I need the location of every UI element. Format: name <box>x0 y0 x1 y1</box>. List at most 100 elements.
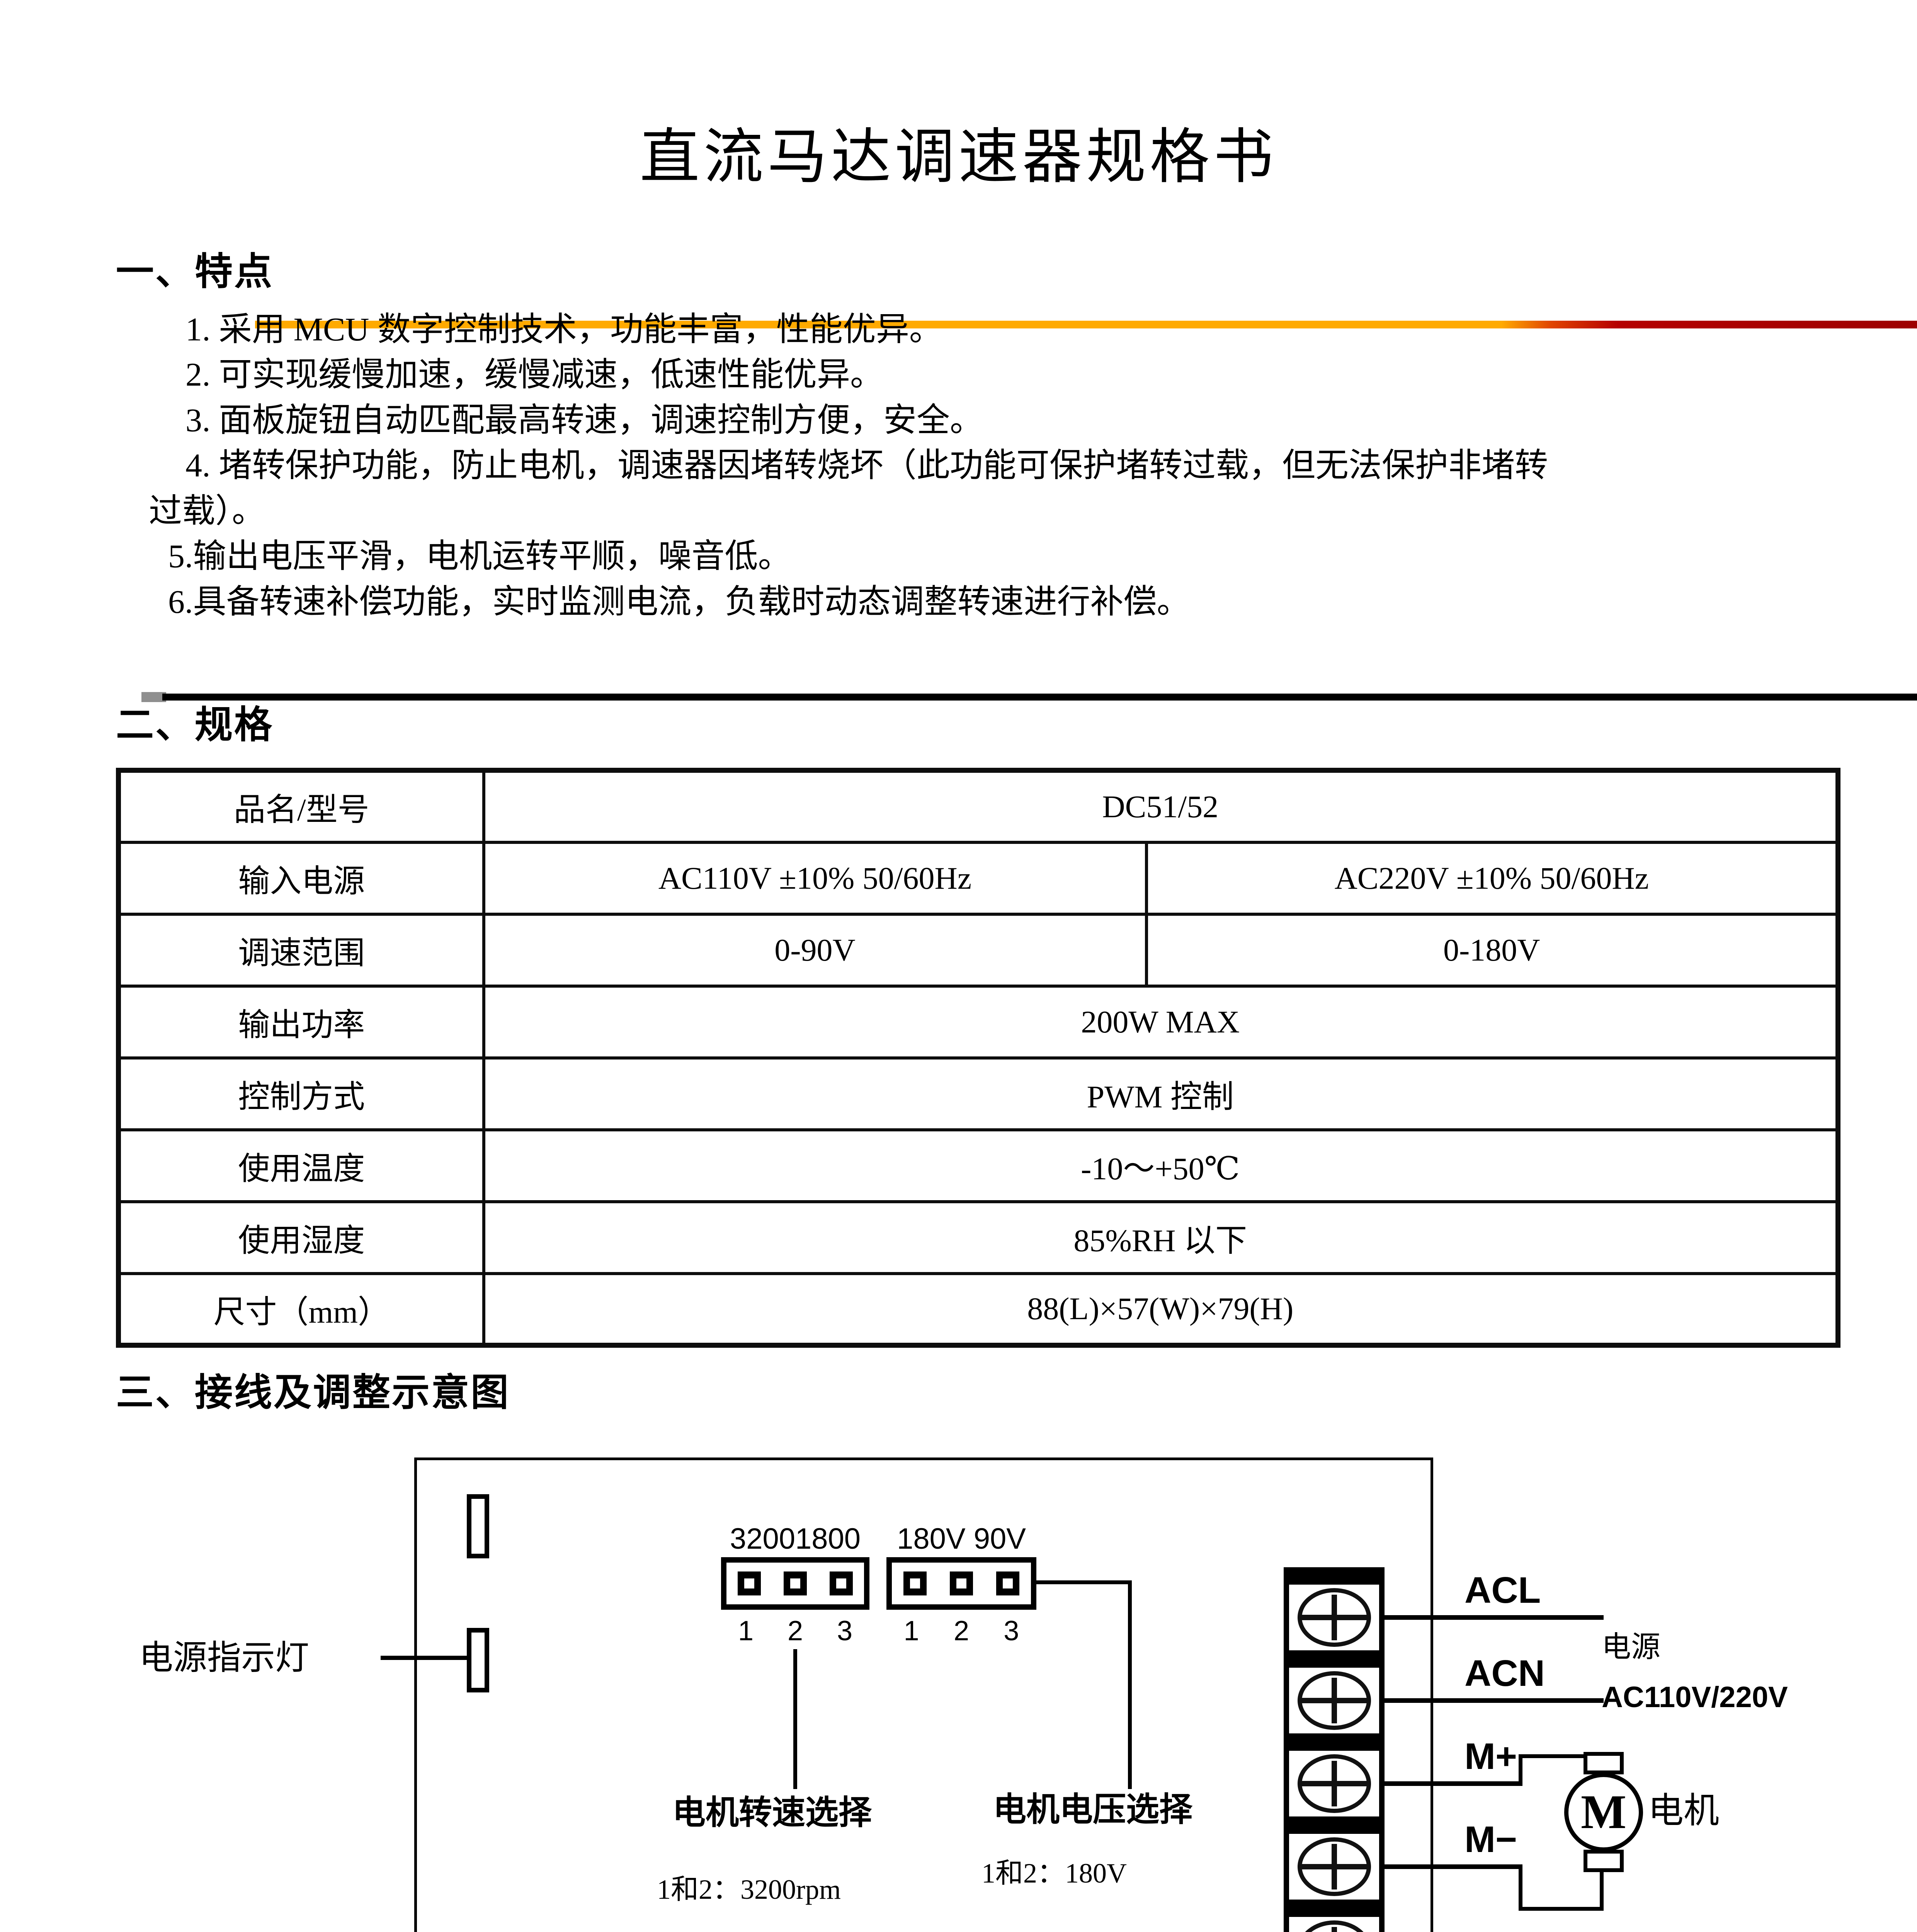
terminal <box>1289 1917 1379 1932</box>
row-label: 控制方式 <box>117 1056 485 1131</box>
highlight-stripe-gray-cap <box>141 692 166 702</box>
leader-line <box>1036 1580 1132 1584</box>
pin-number: 2 <box>953 1616 970 1646</box>
feature-item: 6.具备转速补偿功能，实时监测电流，负载时动态调整转速进行补偿。 <box>168 583 1190 620</box>
motor-wire <box>1519 1754 1522 1786</box>
speed-select-item: 1和2：3200rpm <box>657 1874 841 1905</box>
power-led-label: 电源指示灯 <box>139 1639 310 1677</box>
terminal-label-m-plus: M+ <box>1465 1736 1517 1777</box>
pin-number: 1 <box>903 1616 919 1646</box>
table-row: 控制方式 PWM 控制 <box>117 1056 1840 1131</box>
screw-icon <box>1297 1671 1371 1730</box>
leader-line <box>793 1649 797 1789</box>
feature-item: 3. 面板旋钮自动匹配最高转速，调速控制方便，安全。 <box>185 401 983 439</box>
row-value: 88(L)×57(W)×79(H) <box>482 1272 1840 1347</box>
jumper-block-volt <box>886 1557 1036 1610</box>
jumper-pin <box>996 1571 1019 1595</box>
jumper-volt-label: 180V 90V <box>897 1522 1026 1555</box>
motor-wire <box>1519 1864 1522 1911</box>
speed-select-title: 电机转速选择 <box>672 1794 872 1831</box>
terminal-label-acn: ACN <box>1465 1653 1545 1694</box>
jumper-pin <box>950 1571 973 1595</box>
jumper-block-speed <box>721 1557 869 1610</box>
motor-wire <box>1600 1872 1604 1911</box>
row-label: 尺寸（mm） <box>117 1272 485 1347</box>
feature-item: 5.输出电压平滑，电机运转平顺，噪音低。 <box>168 537 791 575</box>
pin-number: 3 <box>837 1616 853 1646</box>
motor-brush-bottom <box>1584 1850 1624 1872</box>
wire-acn <box>1385 1698 1604 1703</box>
row-value: AC110V ±10% 50/60Hz <box>482 840 1148 916</box>
motor-label: 电机 <box>1648 1791 1720 1830</box>
jumper-pin <box>738 1571 761 1595</box>
jumper-pin <box>829 1571 853 1595</box>
volt-select-title: 电机电压选择 <box>993 1791 1192 1828</box>
highlight-stripe-black <box>162 694 1917 701</box>
screw-icon <box>1297 1754 1371 1813</box>
table-row: 调速范围 0-90V 0-180V <box>117 912 1840 988</box>
terminal <box>1289 1834 1379 1900</box>
wiring-heading: 三、接线及调整示意图 <box>116 1372 510 1414</box>
jumper-speed-label: 32001800 <box>730 1522 861 1555</box>
diagram-frame <box>414 1458 1433 1932</box>
wire-m-plus <box>1385 1781 1522 1786</box>
jumper-pin <box>783 1571 807 1595</box>
pin-number: 1 <box>738 1616 754 1646</box>
screw-icon <box>1297 1588 1371 1647</box>
connector-rect <box>467 1494 489 1558</box>
row-value: 0-90V <box>482 912 1148 988</box>
jumper-pin <box>903 1571 927 1595</box>
row-label: 使用温度 <box>117 1128 485 1203</box>
highlight-stripe-orange <box>255 321 1917 328</box>
table-row: 使用温度 -10～+50℃ <box>117 1128 1840 1203</box>
pin-number: 2 <box>787 1616 803 1646</box>
feature-item: 4. 堵转保护功能，防止电机，调速器因堵转烧坏（此功能可保护堵转过载，但无法保护… <box>185 447 1548 484</box>
row-value: 0-180V <box>1145 912 1840 988</box>
motor-brush-top <box>1584 1752 1624 1774</box>
wire-acl <box>1385 1615 1604 1620</box>
row-label: 输入电源 <box>117 840 485 916</box>
wire-m-minus <box>1385 1864 1522 1869</box>
pin-numbers-volt: 1 2 3 <box>886 1615 1036 1647</box>
motor-wire <box>1519 1754 1607 1758</box>
motor-letter: M <box>1581 1785 1626 1839</box>
feature-item-wrap: 过载）。 <box>149 492 265 529</box>
row-value: -10～+50℃ <box>482 1128 1840 1203</box>
table-row: 输出功率 200W MAX <box>117 984 1840 1060</box>
specs-heading: 二、规格 <box>116 704 274 746</box>
spec-table: 品名/型号 DC51/52 输入电源 AC110V ±10% 50/60Hz A… <box>116 768 1841 1348</box>
row-label: 品名/型号 <box>117 769 485 844</box>
table-row: 尺寸（mm） 88(L)×57(W)×79(H) <box>117 1272 1840 1347</box>
terminal-label-m-minus: M− <box>1465 1819 1517 1860</box>
volt-select-item: 1和2：180V <box>981 1858 1127 1889</box>
power-voltage-label: AC110V/220V <box>1602 1681 1788 1714</box>
pin-numbers-speed: 1 2 3 <box>721 1615 869 1647</box>
features-heading: 一、特点 <box>116 251 274 293</box>
row-value: AC220V ±10% 50/60Hz <box>1145 840 1840 916</box>
power-led-rect <box>467 1628 489 1692</box>
row-value: 200W MAX <box>482 984 1840 1060</box>
screw-icon <box>1297 1920 1371 1932</box>
feature-item: 1. 采用 MCU 数字控制技术，功能丰富，性能优异。 <box>185 311 942 348</box>
terminal <box>1289 1668 1379 1733</box>
row-label: 使用湿度 <box>117 1200 485 1275</box>
power-led-wire <box>381 1656 467 1660</box>
pin-number: 3 <box>1004 1616 1019 1646</box>
row-label: 调速范围 <box>117 912 485 988</box>
row-value: 85%RH 以下 <box>482 1200 1840 1275</box>
terminal <box>1289 1585 1379 1650</box>
motor-icon: M <box>1564 1773 1643 1852</box>
table-row: 品名/型号 DC51/52 <box>117 769 1840 844</box>
row-value: PWM 控制 <box>482 1056 1840 1131</box>
power-source-label: 电源 <box>1602 1631 1660 1663</box>
row-label: 输出功率 <box>117 984 485 1060</box>
table-row: 使用湿度 85%RH 以下 <box>117 1200 1840 1275</box>
feature-item: 2. 可实现缓慢加速，缓慢减速，低速性能优异。 <box>185 356 883 393</box>
leader-line <box>1128 1580 1132 1789</box>
terminal-strip <box>1284 1567 1385 1932</box>
screw-icon <box>1297 1837 1371 1896</box>
table-row: 输入电源 AC110V ±10% 50/60Hz AC220V ±10% 50/… <box>117 840 1840 916</box>
row-value: DC51/52 <box>482 769 1840 844</box>
terminal-label-acl: ACL <box>1465 1570 1541 1611</box>
